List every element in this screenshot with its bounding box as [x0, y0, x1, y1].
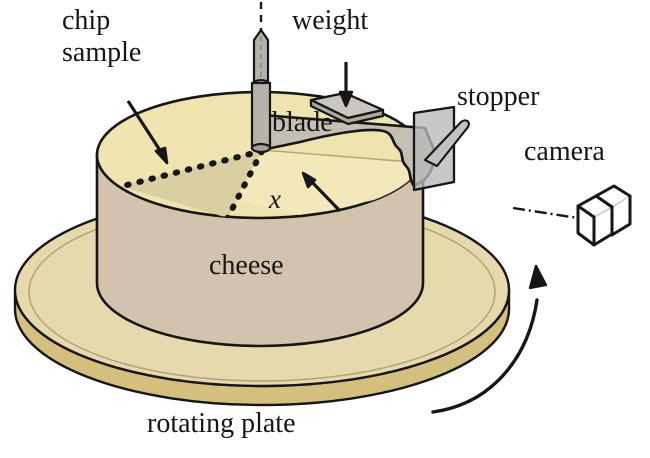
cheese-label: cheese — [209, 250, 284, 281]
chip-sample-label-line1: chip — [62, 5, 111, 36]
stopper-label: stopper — [457, 81, 540, 112]
cut-swept-region — [235, 150, 423, 215]
camera-cube-front-edges — [576, 194, 614, 247]
cut-radius-line — [261, 149, 423, 164]
rod-base-cap — [250, 142, 272, 154]
camera-cube-front — [576, 194, 614, 247]
chip-sample-fill — [120, 150, 262, 218]
chip-sample-dotted-edges — [116, 148, 265, 218]
rotating-plate-label: rotating plate — [147, 408, 296, 439]
center-rod — [250, 2, 272, 154]
rotation-arc — [431, 298, 539, 414]
weight-arrow — [338, 62, 354, 108]
camera — [512, 184, 632, 247]
stopper — [412, 105, 470, 192]
chip-sample-label-line2: sample — [62, 37, 142, 68]
camera-label: camera — [524, 136, 605, 167]
cut-depth-label: x — [269, 184, 281, 214]
leader-arrows — [126, 62, 354, 213]
cut-depth-arrow — [301, 171, 342, 213]
stopper-pin — [423, 119, 470, 168]
rotation-arrow — [431, 264, 548, 414]
weight-side-face — [309, 98, 385, 126]
stopper-plate — [412, 105, 456, 192]
weight-label: weight — [292, 5, 369, 36]
chip-dotted-edge-right — [224, 148, 265, 218]
chip-dotted-edge-left — [116, 148, 265, 190]
chip-sample-arrow — [126, 100, 169, 165]
rod-lower-shaft — [250, 81, 272, 150]
rotation-arrowhead — [528, 264, 548, 290]
blade-wavy-cut-edge — [387, 132, 415, 187]
camera-sight-line — [512, 206, 579, 220]
blade-label: blade — [272, 107, 333, 138]
chip-sample-wedge — [120, 149, 423, 218]
